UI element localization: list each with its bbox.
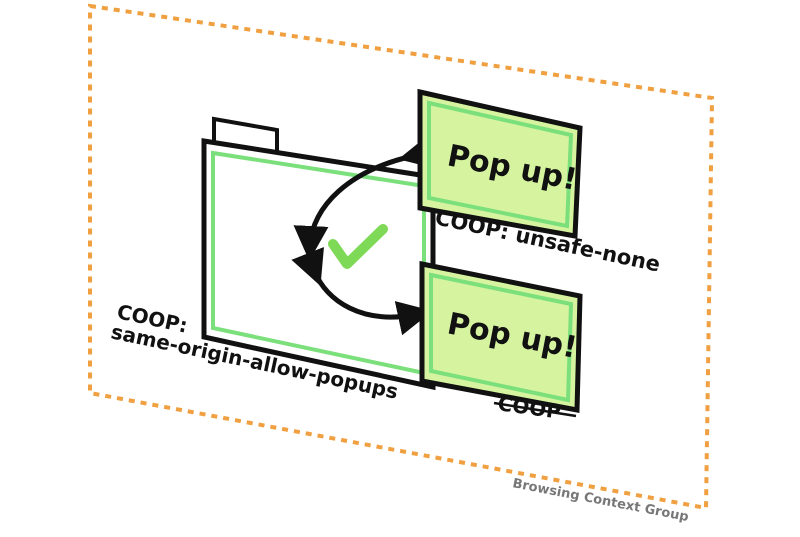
popup-top: Pop up!: [417, 88, 583, 239]
popup-bottom: Pop up!: [419, 260, 583, 413]
arrow-icon: [293, 134, 437, 261]
strikethrough-line: [493, 401, 577, 418]
arrow-icon: [291, 246, 433, 336]
